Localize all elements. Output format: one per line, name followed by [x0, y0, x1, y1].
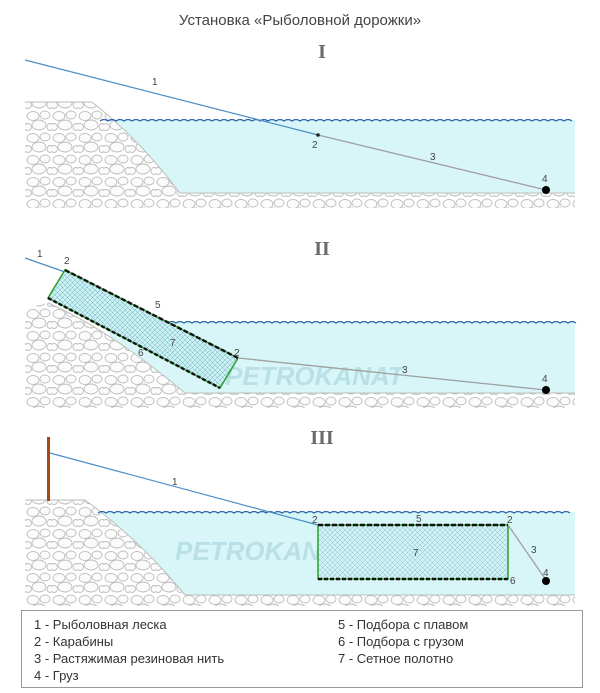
weight — [542, 186, 550, 194]
bank-outline — [25, 101, 575, 194]
label-sinker-rope: 6 — [510, 576, 516, 587]
label-weight: 4 — [543, 568, 549, 579]
label-weight: 4 — [542, 174, 548, 185]
label-net: 7 — [413, 548, 419, 559]
label-carabiner: 2 — [507, 515, 513, 526]
label-line: 1 — [172, 477, 178, 488]
label-float-rope: 5 — [416, 514, 422, 525]
rubber-thread — [237, 357, 547, 391]
panel-1: I 1 2 3 4 — [24, 41, 575, 208]
label-carabiner: 2 — [234, 348, 240, 359]
net-panel — [317, 524, 509, 580]
panel-number: I — [318, 41, 326, 63]
label-float-rope: 5 — [155, 300, 161, 311]
diagram-title: Установка «Рыболовной дорожки» — [178, 12, 422, 29]
panel-number: III — [310, 427, 334, 449]
label-carabiner: 2 — [312, 140, 318, 151]
rubber-thread — [317, 134, 547, 191]
float-rope — [64, 268, 239, 360]
bank-outline — [47, 302, 575, 394]
sinker-rope — [47, 296, 221, 390]
stone-bank — [25, 303, 575, 408]
label-carabiner: 2 — [312, 515, 318, 526]
carabiner — [316, 133, 320, 137]
label-rubber: 3 — [430, 152, 436, 163]
legend-item: 3 - Растяжимая резиновая нить — [34, 651, 225, 666]
label-rubber: 3 — [402, 365, 408, 376]
stone-bank — [25, 500, 575, 606]
bank-outline — [25, 499, 575, 596]
label-weight: 4 — [542, 374, 548, 385]
weight — [542, 577, 550, 585]
legend-item: 2 - Карабины — [34, 634, 114, 649]
legend-item: 6 - Подбора с грузом — [338, 634, 464, 649]
label-carabiner: 2 — [64, 256, 70, 267]
stone-bank — [25, 102, 575, 208]
legend-item: 5 - Подбора с плавом — [338, 617, 469, 632]
legend: 1 - Рыболовная леска 2 - Карабины 3 - Ра… — [21, 610, 583, 688]
fishing-path-diagram: I 1 2 3 4 PETROKANAT II 1 2 2 3 4 5 6 7 … — [24, 41, 577, 606]
water-surface — [99, 118, 573, 122]
legend-item: 1 - Рыболовная леска — [34, 617, 167, 632]
legend-item: 7 - Сетное полотно — [338, 651, 454, 666]
label-sinker-rope: 6 — [138, 348, 144, 359]
fishing-line — [49, 452, 319, 526]
water — [95, 120, 575, 195]
fishing-line — [24, 257, 66, 273]
rubber-thread — [507, 524, 547, 581]
legend-item: 4 - Груз — [34, 668, 79, 683]
label-line: 1 — [152, 77, 158, 88]
label-rubber: 3 — [531, 545, 537, 556]
fishing-line — [24, 59, 319, 136]
panel-3: PETROKANAT III 1 2 2 3 4 5 6 7 — [25, 427, 575, 606]
panel-2: PETROKANAT II 1 2 2 3 4 5 6 7 — [24, 238, 577, 408]
panel-number: II — [314, 238, 330, 260]
label-net: 7 — [170, 338, 176, 349]
label-line: 1 — [37, 249, 43, 260]
weight — [542, 386, 550, 394]
water-surface — [97, 510, 571, 514]
water-surface — [111, 320, 577, 324]
shore-stake — [47, 437, 50, 501]
